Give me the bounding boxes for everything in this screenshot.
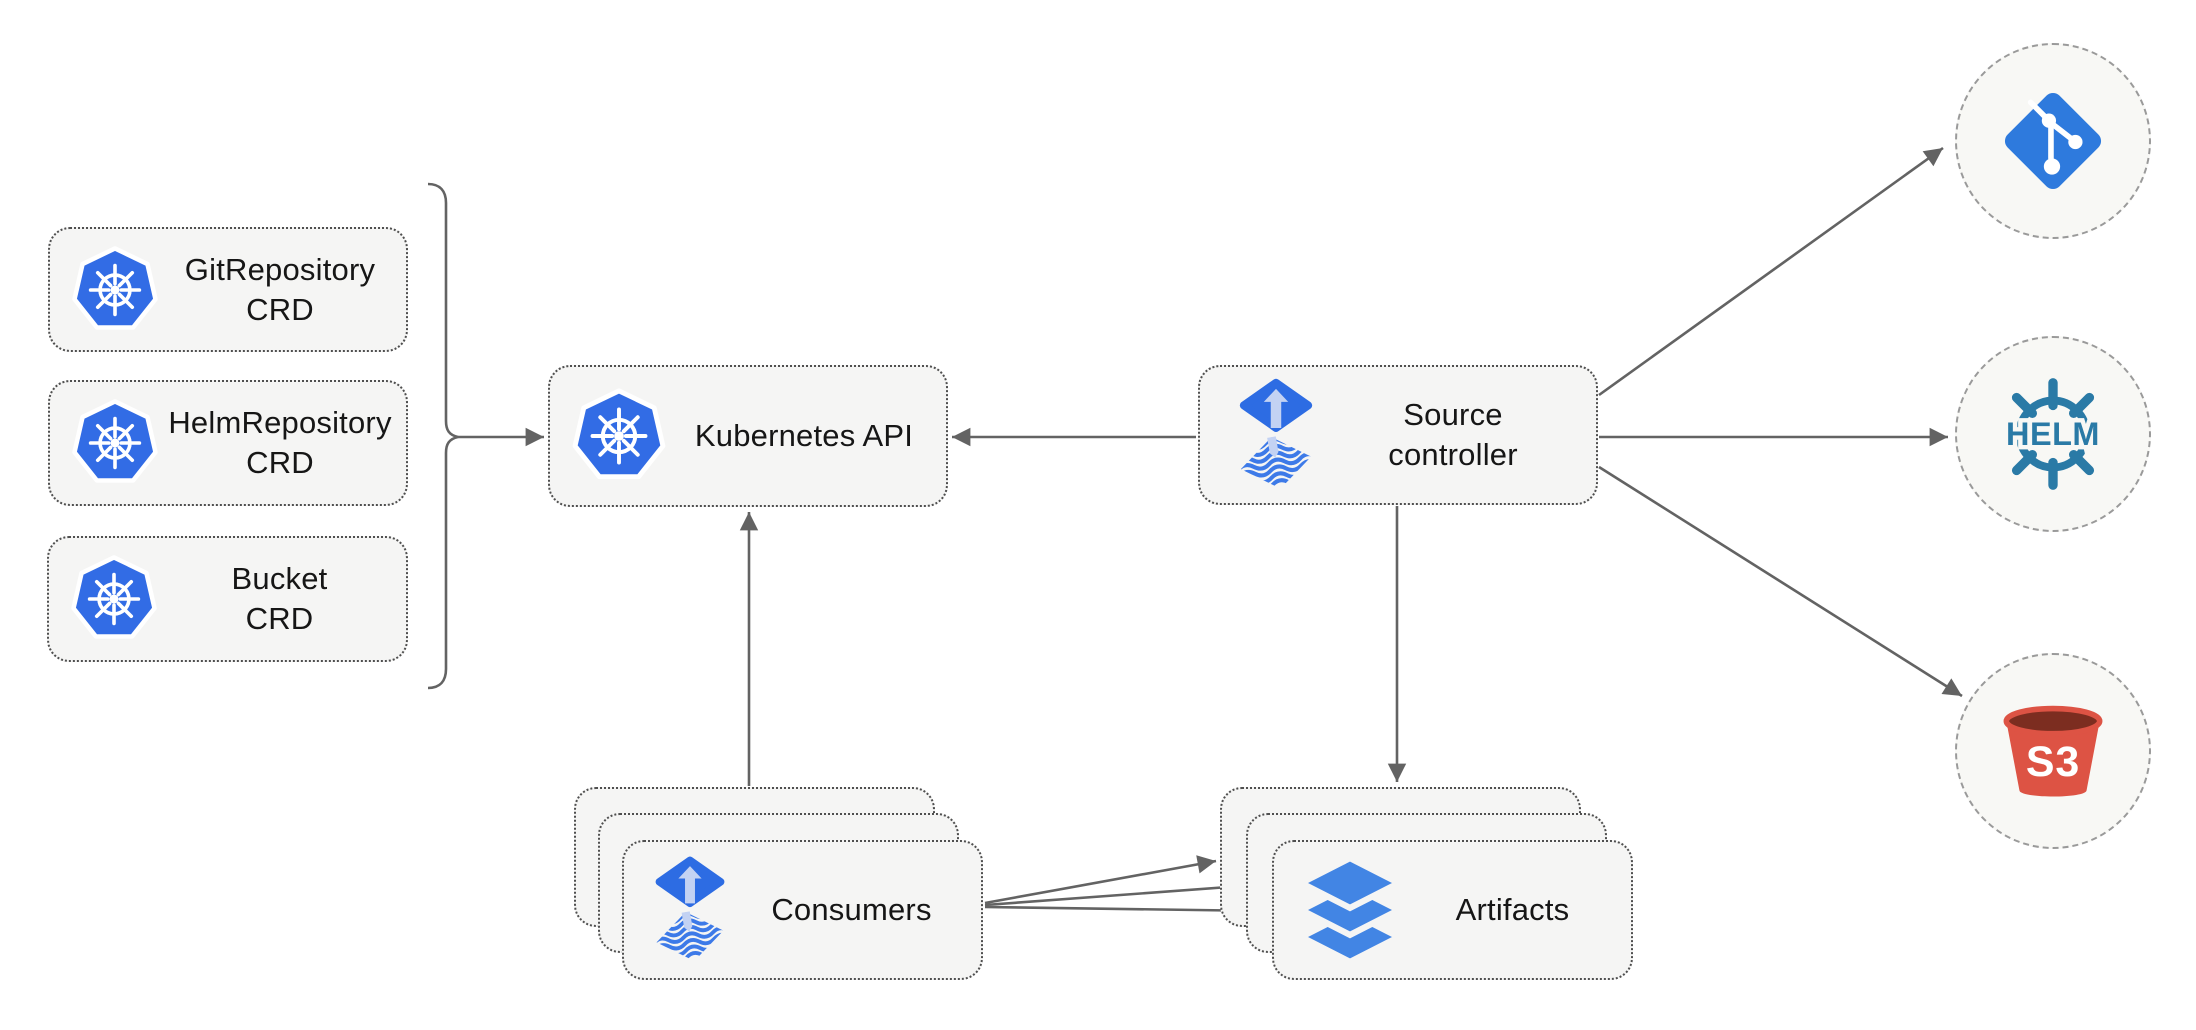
node-kubernetes-api: Kubernetes API [548, 365, 948, 507]
flux-icon [1234, 374, 1318, 496]
helm-icon: HELM [2002, 378, 2104, 490]
arrow-source-to-s3 [1598, 465, 1963, 698]
node-label: Source controller [1388, 397, 1518, 472]
node-source-controller: Source controller [1198, 365, 1598, 505]
node-consumers: Consumers [622, 840, 983, 980]
endpoint-git [1955, 43, 2151, 239]
kubernetes-icon [68, 243, 162, 337]
kubernetes-icon [67, 552, 161, 646]
git-icon [2004, 92, 2102, 190]
endpoint-helm: HELM [1955, 336, 2151, 532]
s3-bucket-icon: S3 [2003, 705, 2103, 797]
endpoint-s3: S3 [1955, 653, 2151, 849]
svg-text:HELM: HELM [2006, 416, 2100, 452]
arrow-source-to-git [1598, 146, 1944, 397]
node-label: Artifacts [1455, 892, 1570, 928]
node-label: Bucket CRD [231, 561, 328, 636]
node-bucket-crd: Bucket CRD [47, 536, 408, 662]
node-label: Consumers [771, 892, 932, 928]
svg-text:S3: S3 [2026, 738, 2080, 786]
flux-icon [650, 852, 730, 968]
kubernetes-icon [68, 396, 162, 490]
node-label: Kubernetes API [694, 418, 914, 454]
node-label: HelmRepository CRD [168, 405, 392, 480]
arrow-consumers-to-artifacts-2 [984, 878, 1243, 907]
node-gitrepository-crd: GitRepository CRD [48, 227, 408, 352]
arrow-consumers-to-artifacts-1 [984, 855, 1217, 905]
node-artifacts: Artifacts [1272, 840, 1633, 980]
node-label: GitRepository CRD [184, 251, 376, 327]
arrow-consumers-to-artifacts-3 [984, 901, 1267, 920]
crd-brace [427, 182, 459, 690]
kubernetes-icon [568, 385, 670, 487]
layers-icon [1298, 855, 1402, 965]
node-helmrepository-crd: HelmRepository CRD [48, 380, 408, 506]
